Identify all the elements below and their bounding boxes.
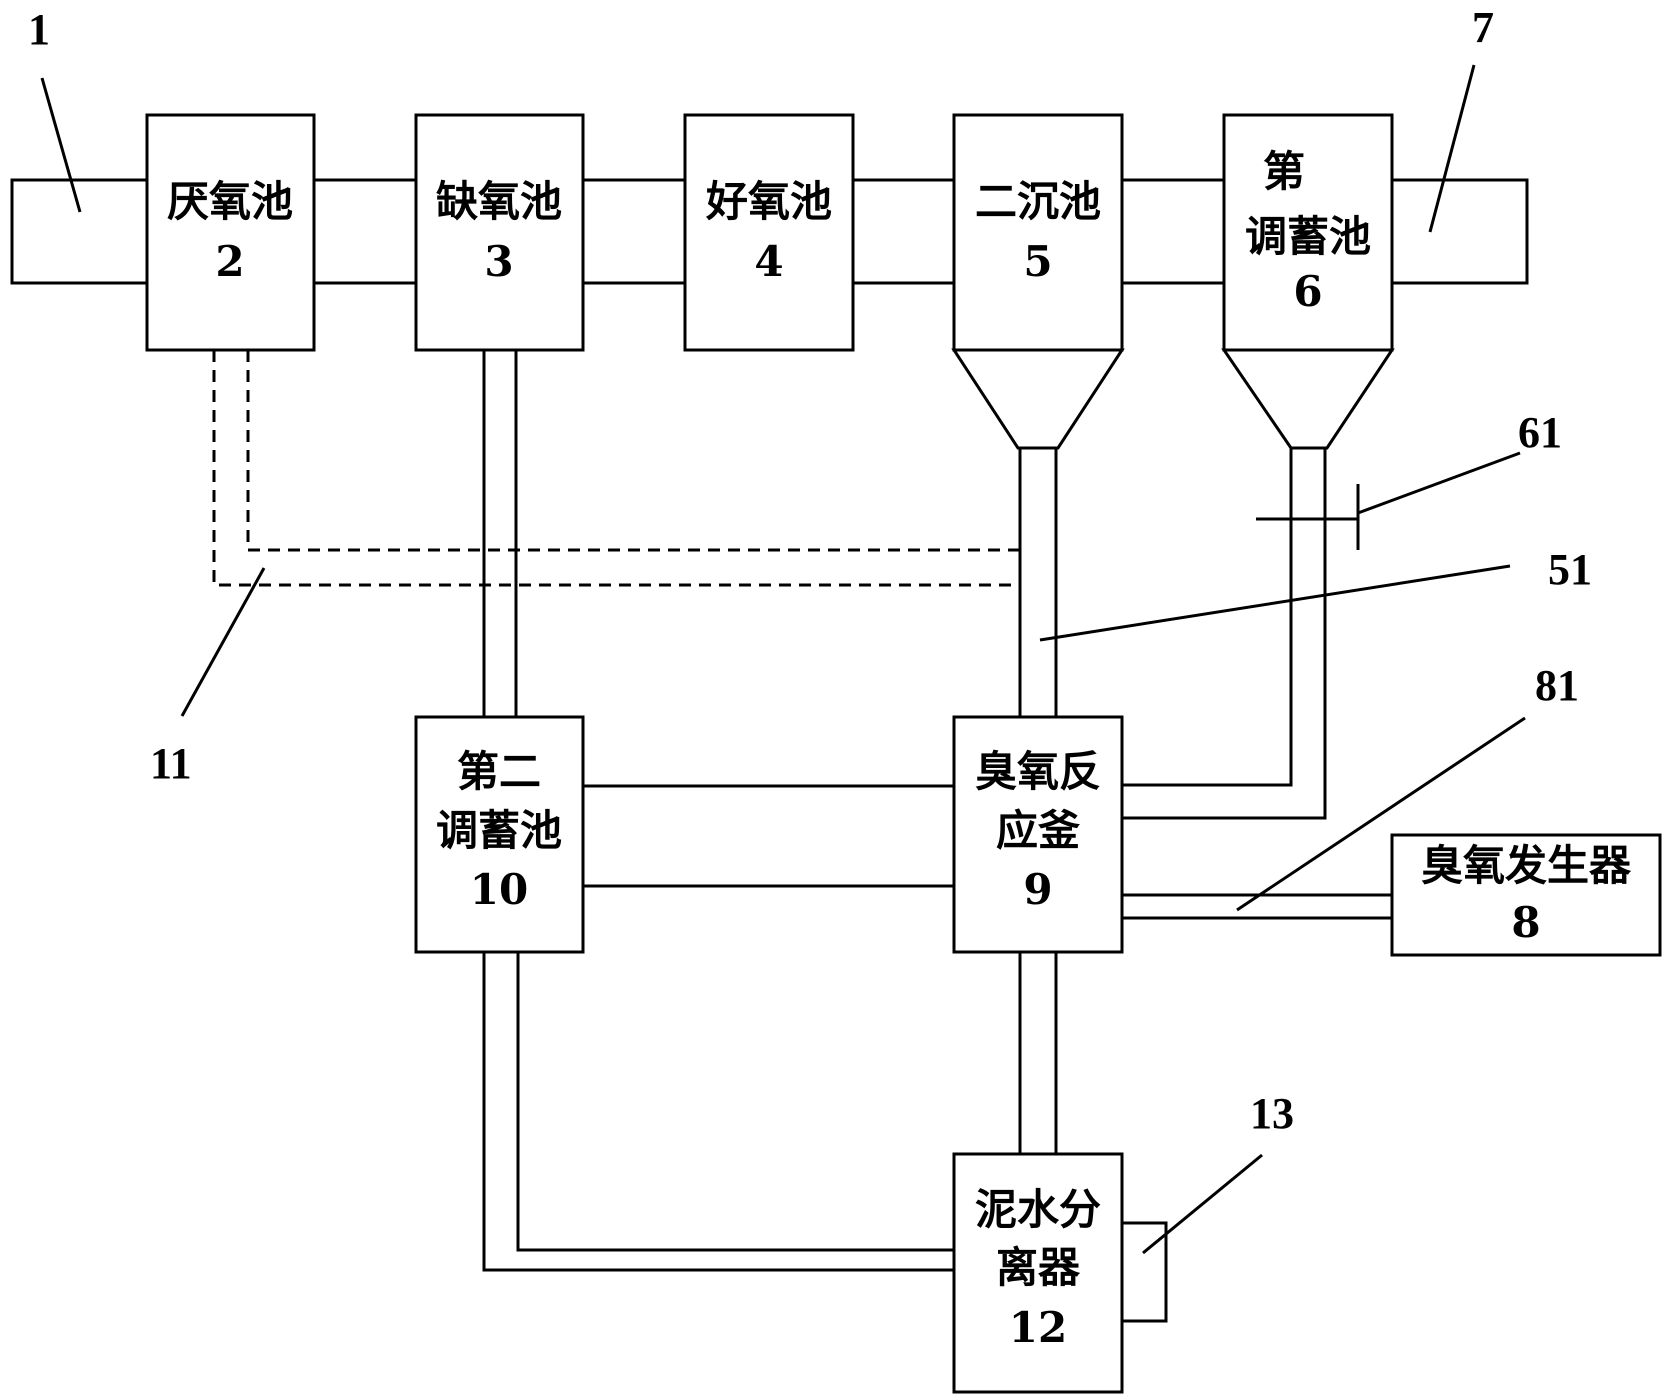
leader-13 — [1142, 1153, 1263, 1255]
anaerobic-tank: 厌氧池 2 — [145, 113, 316, 352]
ozone-reactor-name-line2: 应釜 — [996, 806, 1080, 855]
tank-reactor-connectors — [583, 784, 954, 888]
ozone-reactor: 臭氧反 应釜 9 — [952, 715, 1124, 954]
callout-11: 11 — [150, 739, 192, 788]
first-regulating-tank-ref: 6 — [1293, 267, 1322, 316]
ozone-generator-ref: 8 — [1511, 898, 1540, 947]
callout-13: 13 — [1250, 1089, 1294, 1138]
anaerobic-tank-ref: 2 — [215, 237, 244, 286]
aerobic-tank-ref: 4 — [754, 237, 783, 286]
second-tank-to-separator-pipe — [482, 952, 954, 1272]
valve — [1256, 484, 1360, 550]
callout-leaders — [40, 64, 1526, 1255]
aerobic-tank-name: 好氧池 — [705, 177, 832, 226]
separator-outlet — [1122, 1221, 1168, 1323]
aerobic-tank: 好氧池 4 — [683, 113, 855, 352]
anaerobic-tank-name: 厌氧池 — [167, 177, 293, 226]
mud-water-separator-name-line1: 泥水分 — [975, 1185, 1101, 1234]
callout-51: 51 — [1548, 545, 1592, 594]
anoxic-tank: 缺氧池 3 — [414, 113, 585, 352]
regulating-tank-hopper — [1221, 348, 1395, 450]
reactor-to-separator-pipe — [1018, 952, 1058, 1154]
ozone-reactor-ref: 9 — [1023, 865, 1052, 914]
mud-water-separator: 泥水分 离器 12 — [952, 1152, 1168, 1394]
secondary-clarifier: 二沉池 5 — [951, 113, 1125, 450]
leader-61 — [1357, 451, 1521, 515]
secondary-clarifier-ref: 5 — [1023, 237, 1052, 286]
anoxic-tank-name: 缺氧池 — [436, 177, 562, 226]
regulating-to-reactor-pipe — [1122, 448, 1327, 820]
first-regulating-tank-name-line2: 调蓄池 — [1245, 212, 1371, 261]
anoxic-tank-ref: 3 — [484, 237, 513, 286]
leader-1 — [40, 77, 82, 213]
leader-51 — [1039, 564, 1511, 642]
second-regulating-tank: 第二 调蓄池 10 — [414, 715, 585, 954]
leader-7 — [1428, 64, 1476, 233]
first-regulating-tank: 第 调蓄池 6 — [1221, 113, 1395, 450]
second-regulating-tank-name-line1: 第二 — [457, 747, 541, 796]
mud-water-separator-name-line2: 离器 — [996, 1243, 1081, 1292]
callout-81: 81 — [1535, 661, 1579, 710]
second-regulating-tank-name-line2: 调蓄池 — [436, 806, 562, 855]
ozone-generator: 臭氧发生器 8 — [1390, 833, 1662, 957]
callout-61: 61 — [1518, 408, 1562, 457]
inlet-channel — [10, 178, 149, 285]
return-line-dashed — [212, 350, 1020, 587]
secondary-clarifier-name: 二沉池 — [975, 177, 1101, 226]
anoxic-to-second-tank-pipe — [482, 350, 518, 717]
leader-11 — [180, 567, 266, 717]
mud-water-separator-ref: 12 — [1009, 1303, 1067, 1352]
callout-1: 1 — [28, 5, 50, 54]
ozone-reactor-name-line1: 臭氧反 — [975, 747, 1101, 796]
clarifier-hopper — [951, 348, 1125, 450]
first-regulating-tank-name-line1: 第 — [1263, 147, 1305, 196]
second-regulating-tank-ref: 10 — [470, 865, 528, 914]
sludge-pipe — [1018, 448, 1058, 717]
ozone-generator-name: 臭氧发生器 — [1421, 841, 1632, 890]
leader-81 — [1236, 716, 1526, 912]
callout-7: 7 — [1472, 3, 1494, 52]
outlet-channel — [1390, 178, 1529, 285]
main-line-connectors — [314, 178, 1224, 285]
